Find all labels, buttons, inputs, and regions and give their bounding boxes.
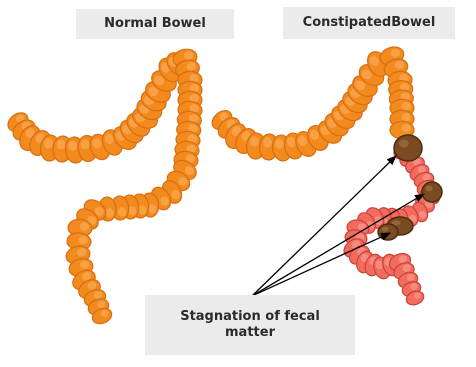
- normal-bowel-label: Normal Bowel: [76, 9, 234, 39]
- constipated-bowel-illustration: [209, 44, 443, 307]
- stagnation-label: Stagnation of fecal matter: [145, 295, 355, 355]
- fecal-mass: [394, 135, 422, 161]
- normal-bowel-illustration: [4, 47, 202, 326]
- fecal-mass: [422, 182, 442, 202]
- constipated-bowel-label: ConstipatedBowel: [283, 7, 455, 39]
- fecal-masses: [378, 135, 442, 240]
